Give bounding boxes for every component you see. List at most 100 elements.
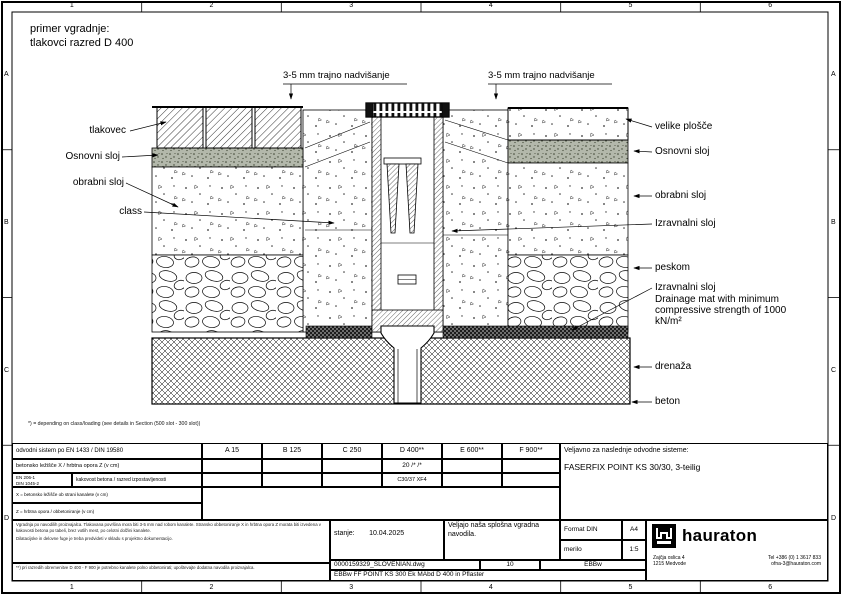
ruler-col: 6 [768,584,773,591]
bed-e600 [442,459,502,473]
valid-systems-label: Veljavno za naslednje odvodne sisteme: [564,447,689,454]
title-block: odvodni sistem po EN 1433 / DIN 19580 A … [12,443,828,581]
label-tlakovec: tlakovec [89,125,126,136]
base-right [507,162,629,256]
concrete-standards: EN 206-1 DIN 1045-2 [12,473,72,487]
large-slab [507,107,629,141]
cross-section [151,102,631,405]
conc-e600 [442,473,502,487]
ruler-col: 5 [628,2,633,9]
format-value: A4 [622,520,646,540]
ruler-row: B [831,219,836,226]
insert-prong [386,163,400,234]
label-class: class [119,206,142,217]
drainage-mat [305,325,373,339]
valid-systems-value: FASERFIX POINT KS 30/30, 3-teilig [564,461,701,472]
standard-label: odvodni sistem po EN 1433 / DIN 19580 [12,443,202,459]
title-line2: tlakovci razred D 400 [30,37,134,49]
ruler-col: 5 [628,584,633,591]
bed-c250 [322,459,382,473]
drainage-mat [442,325,629,339]
address-block: Zajčja oslica 4 1215 Medvode [653,555,686,567]
ruler-row: A [4,71,9,78]
scale-label: merilo [560,540,622,560]
label-drenaza: drenaža [655,361,692,372]
installation-notes: Vgradnja po navodilih proizvajalca. Tlak… [12,520,330,563]
footnote-star: *) = depending on class/loading (see det… [28,421,201,427]
class-d400: D 400** [382,443,442,459]
label-obrabni-sloj-left: obrabni sloj [72,177,124,188]
label-nadvisanje-left: 3-5 mm trajno nadvišanje [283,70,390,81]
ruler-col: 3 [349,584,354,591]
address-line2: 1215 Medvode [653,561,687,568]
conc-f900 [502,473,560,487]
ruler-row: B [4,219,9,226]
footnote-double-star: **) pri razredih obremenitve D 400 - F 9… [12,563,330,581]
ruler-col: 6 [768,2,773,9]
ruler-row: C [4,367,10,374]
dim-x-legend: X = betonsko ležišče ob strani kanalete … [12,487,202,503]
revision: 10 [480,560,540,570]
ruler-col: 4 [488,584,493,591]
bed-a15 [202,459,262,473]
valid-systems-cell: Veljavno za naslednje odvodne sisteme: F… [560,443,828,520]
label-drainage-mat: Drainage mat with minimum compressive st… [655,294,787,327]
ruler-row: A [831,71,836,78]
class-f900: F 900** [502,443,560,459]
brand-cell: hauraton Zajčja oslica 4 1215 Medvode Te… [646,520,828,581]
contact-block: Tel +386 (0) 1 3617 833 ofna-3@hauraton.… [768,555,821,567]
bedding-left [151,147,304,168]
label-osnovni-sloj-right: Osnovni sloj [655,146,710,157]
notes-paragraph-2: Dilatacijske in delovne fuge je treba pr… [16,536,173,542]
channel-wall-right [433,115,444,333]
bed-b125 [262,459,322,473]
general-note: Veljajo naša splošna vgradna navodila. [444,520,560,560]
ruler-col: 4 [488,2,493,9]
outlet-pipe [380,325,435,404]
class-e600: E 600** [442,443,502,459]
label-peskom: peskom [655,262,691,273]
paving-block [205,106,253,149]
bed-f900 [502,459,560,473]
document-line: EBBw FF POINT KS 300 Ek MAbd D 400 in Pf… [330,570,646,581]
scale-value: 1:5 [622,540,646,560]
class-c250: C 250 [322,443,382,459]
grating [365,102,450,118]
conc-c250 [322,473,382,487]
conc-b125 [262,473,322,487]
ruler-row: C [831,367,837,374]
label-nadvisanje-right: 3-5 mm trajno nadvišanje [488,70,595,81]
paving-block [156,106,204,149]
email: ofna-3@hauraton.com [771,561,821,568]
author-code: EBBw [540,560,646,570]
ruler-col: 2 [209,2,214,9]
paving-block [254,106,302,149]
file-name: 0000159329_SLOVENIAN.dwg [330,560,480,570]
drawing-title: primer vgradnje: tlakovci razred D 400 [30,22,133,50]
dim-z-legend: Z = hrbtna opora / obbetoniranje (v cm) [12,503,202,520]
ruler-col: 3 [349,2,354,9]
gravel-left [151,254,304,333]
foundation-concrete [151,337,631,405]
label-izravnalni-sloj-2: Izravnalni sloj [655,282,716,293]
format-label: Format DIN [560,520,622,540]
class-b125: B 125 [262,443,322,459]
ruler-col: 1 [69,584,74,591]
bedding-right [507,139,629,164]
status-date: 10.04.2025 [369,530,405,537]
notes-paragraph-1: Vgradnja po navodilih proizvajalca. Tlak… [16,522,321,533]
class-a15: A 15 [202,443,262,459]
leader-lines [121,83,653,405]
ruler-row: D [831,515,837,522]
address-line1: Zajčja oslica 4 [653,555,685,561]
hauraton-logo-icon [652,524,676,548]
label-obrabni-sloj-right: obrabni sloj [655,190,707,201]
ruler-col: 1 [69,2,74,9]
base-left [151,166,304,256]
grating-rail [365,102,374,118]
brand-name: hauraton [682,526,758,545]
